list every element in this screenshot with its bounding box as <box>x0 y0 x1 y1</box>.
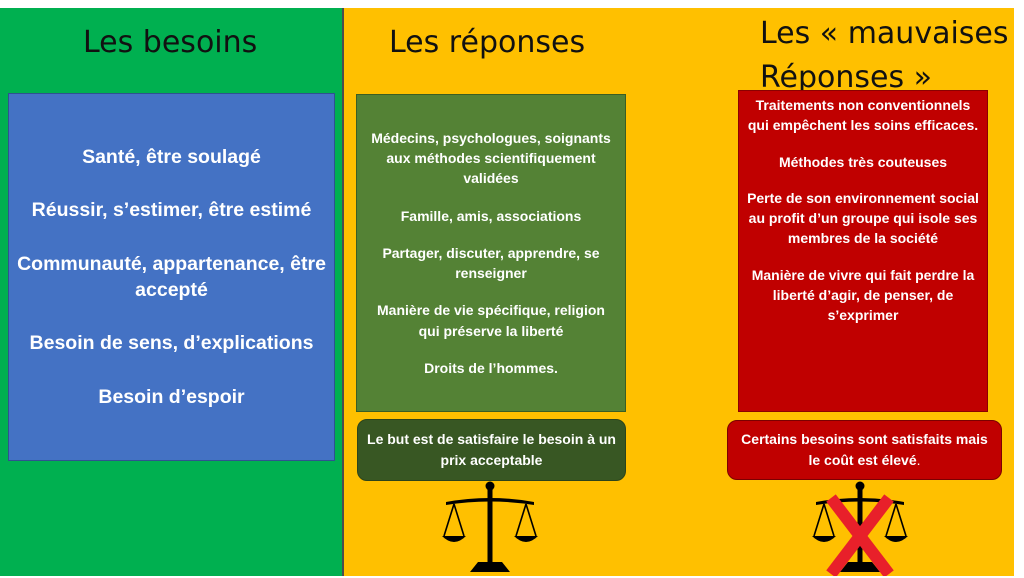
mauvaise-item: Traitements non conventionnels qui empêc… <box>747 97 979 134</box>
reponses-title: Les réponses <box>389 25 586 60</box>
besoin-item: Santé, être soulagé <box>82 146 261 169</box>
besoins-title: Les besoins <box>83 25 258 60</box>
mauvaise-item: Perte de son environnement social au pro… <box>747 189 979 247</box>
besoin-item: Besoin de sens, d’explications <box>29 332 314 355</box>
besoin-item: Besoin d’espoir <box>98 385 245 408</box>
reponses-summary-text: Le but est de satisfaire le besoin à un … <box>367 431 616 468</box>
besoin-item: Réussir, s’estimer, être estimé <box>31 199 312 222</box>
reponse-item: Manière de vie spécifique, religion qui … <box>377 302 605 339</box>
mauvaises-box: Traitements non conventionnels qui empêc… <box>738 90 988 412</box>
reponse-item: Partager, discuter, apprendre, se rensei… <box>382 244 600 282</box>
cross-icon <box>826 494 894 576</box>
mauvaises-summary-period: . <box>916 452 921 468</box>
reponse-item: Droits de l’hommes. <box>424 360 558 377</box>
mauvaises-title: Les « mauvaises Réponses » <box>760 16 1009 95</box>
besoins-box: Santé, être soulagé Réussir, s’estimer, … <box>8 93 335 461</box>
reponse-item: Médecins, psychologues, soignants aux mé… <box>371 129 611 187</box>
reponses-summary: Le but est de satisfaire le besoin à un … <box>357 419 626 481</box>
mauvaises-summary-text: Certains besoins sont satisfaits mais le… <box>741 431 988 468</box>
reponses-box: Médecins, psychologues, soignants aux mé… <box>356 94 626 412</box>
besoin-item: Communauté, appartenance, être accepté <box>17 252 326 301</box>
mauvaise-item: Méthodes très couteuses <box>778 153 948 170</box>
balance-scale-icon <box>442 481 538 572</box>
reponse-item: Famille, amis, associations <box>400 207 582 224</box>
crossed-out-balance-scale-icon <box>812 481 908 576</box>
mauvaises-summary: Certains besoins sont satisfaits mais le… <box>727 420 1002 480</box>
mauvaise-item: Manière de vivre qui fait perdre la libe… <box>751 266 975 324</box>
